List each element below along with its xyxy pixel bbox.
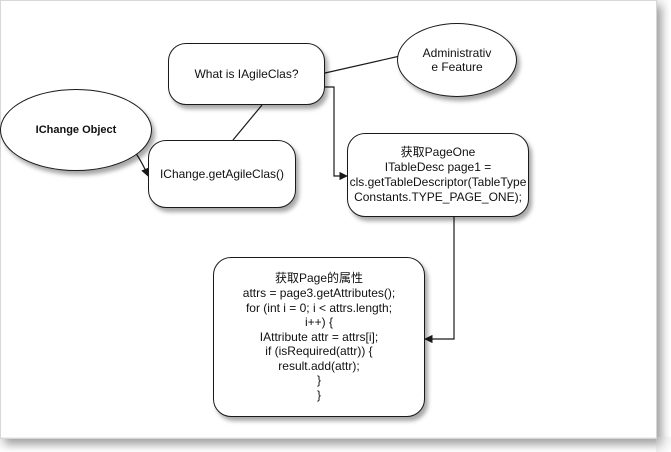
get-agile-clas-label: IChange.getAgileClas() xyxy=(159,167,285,181)
administrative-feature-line: Administrativ xyxy=(422,46,492,60)
what-is-iagileclas-label: What is IAgileClas? xyxy=(194,67,299,81)
connector-what-is-to-page-one xyxy=(325,86,348,181)
connector-get-agile-to-what-is xyxy=(232,104,263,141)
get-agile-clas-node: IChange.getAgileClas() xyxy=(148,140,296,208)
get-page-attributes-line: 获取Page的属性 xyxy=(274,271,363,286)
get-page-one-line: Constants.TYPE_PAGE_ONE); xyxy=(354,190,522,204)
get-page-attributes-line: IAttribute attr = attrs[i]; xyxy=(259,329,379,344)
administrative-feature-line: e Feature xyxy=(431,60,483,74)
connector-what-is-to-admin xyxy=(324,55,401,74)
administrative-feature-node: Administrativ e Feature xyxy=(397,23,517,97)
ichange-object-label: IChange Object xyxy=(35,124,117,136)
get-page-one-line: cls.getTableDescriptor(TableType xyxy=(349,175,527,189)
torn-edge-right xyxy=(656,0,671,452)
get-page-attributes-line: } xyxy=(316,373,321,388)
connector-page-one-to-page-attr xyxy=(424,217,455,344)
get-page-attributes-node: 获取Page的属性 attrs = page3.getAttributes();… xyxy=(213,257,425,417)
get-page-attributes-line: result.add(attr); xyxy=(278,358,360,373)
get-page-attributes-line: i++) { xyxy=(304,315,333,330)
torn-edge-bottom xyxy=(0,437,671,452)
ichange-object-node: IChange Object xyxy=(0,89,152,171)
get-page-attributes-line: for (int i = 0; i < attrs.length; xyxy=(245,300,393,315)
get-page-one-text: 获取PageOne ITableDesc page1 = cls.getTabl… xyxy=(350,145,527,205)
get-page-one-node: 获取PageOne ITableDesc page1 = cls.getTabl… xyxy=(347,133,529,217)
get-page-one-line: 获取PageOne xyxy=(400,145,476,159)
get-page-one-line: ITableDesc page1 = xyxy=(384,160,492,174)
administrative-feature-label: Administrativ e Feature xyxy=(423,46,492,74)
get-page-attributes-line: attrs = page3.getAttributes(); xyxy=(242,285,396,300)
get-page-attributes-line: if (isRequired(attr)) { xyxy=(265,344,373,359)
what-is-iagileclas-node: What is IAgileClas? xyxy=(168,43,325,105)
get-page-attributes-text: 获取Page的属性 attrs = page3.getAttributes();… xyxy=(243,271,395,402)
get-page-attributes-line: } xyxy=(316,388,321,403)
